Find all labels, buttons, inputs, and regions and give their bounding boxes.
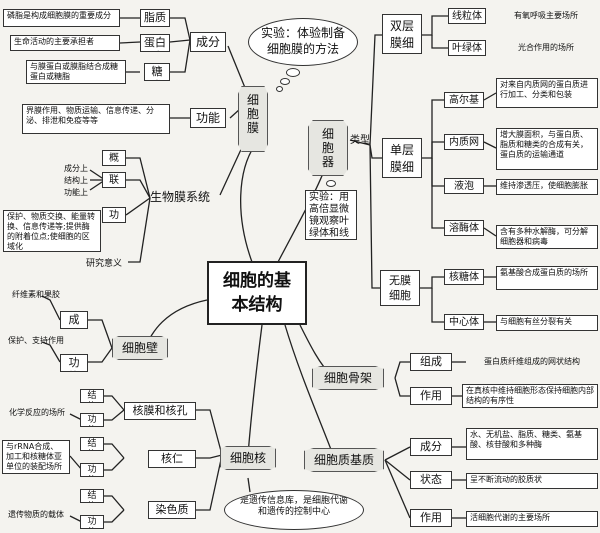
cytoskeleton-role-note: 在真核中维持细胞形态保持细胞内部结构的有序性: [462, 384, 598, 408]
matrix-composition-note: 水、无机盐、脂质、糖类、氨基酸、核苷酸和多种酶: [466, 428, 598, 460]
non-membrane-organelle: 无膜细胞器: [380, 270, 420, 306]
central-topic-line2: 本结构: [231, 295, 283, 315]
nucleus-role-bubble: 是遗传信息库，是细胞代谢和遗传的控制中心: [224, 490, 364, 530]
cytoskeleton-node: 细胞骨架: [312, 366, 384, 390]
biomembrane-concept: 概念: [102, 150, 126, 166]
nuclear-envelope: 核膜和核孔: [124, 402, 196, 420]
cell-membrane-label: 细胞膜: [246, 93, 259, 135]
conn-function: 功能上: [64, 188, 88, 197]
membrane-composition: 成分: [190, 32, 226, 52]
membrane-function: 功能: [190, 108, 226, 128]
conn-composition: 结构上: [64, 176, 88, 185]
nucleus-node: 细胞核: [220, 446, 276, 470]
er-note: 增大膜面积，与蛋白质、脂质和糖类的合成有关，蛋白质的运输通道: [496, 128, 598, 170]
vacuole: 液泡: [444, 178, 484, 194]
nucleolus-structure: 结构: [80, 437, 104, 451]
bubble-dot: [326, 180, 336, 187]
sugar-box: 糖类: [144, 63, 170, 81]
experiment-2: 实验：用高倍显微镜观察叶绿体和线粒体: [305, 190, 357, 240]
matrix-role: 作用: [410, 509, 452, 527]
cell-wall-node: 细胞壁: [112, 336, 168, 360]
cell-wall-function: 功能: [60, 354, 88, 372]
experiment-1-line2: 细胞膜的方法: [266, 42, 339, 56]
cytoplasm-matrix-node: 细胞质基质: [304, 448, 384, 472]
nucleolus-function: 功能: [80, 463, 104, 477]
envelope-structure: 结构: [80, 389, 104, 403]
organelle-label: 细胞器: [321, 127, 334, 169]
envelope-function: 功能: [80, 413, 104, 427]
biomembrane-function-note: 保护、物质交换、能量转换、信息传递等;提供酶的附着位点;使细胞的区域化: [3, 210, 101, 252]
organelle-type: 类型: [350, 135, 370, 146]
chromatin-function-note: 遗传物质的载体: [8, 510, 64, 519]
organelle-node: 细胞器: [308, 120, 348, 176]
matrix-state-note: 呈不断流动的胶质状: [466, 473, 598, 489]
biomembrane-function: 功能: [102, 207, 126, 223]
chloroplast: 叶绿体: [448, 40, 486, 56]
experiment-1-bubble: 实验：体验制备 细胞膜的方法: [248, 18, 358, 66]
envelope-function-note: 化学反应的场所: [9, 408, 65, 417]
lipid-note: 磷脂是构成细胞膜的重要成分: [3, 9, 120, 27]
biomembrane-significance: 研究意义: [85, 259, 122, 269]
lipid-box: 脂质: [140, 9, 170, 27]
sugar-note: 与膜蛋白或膜脂结合成糖蛋白或糖脂: [26, 60, 126, 84]
endoplasmic-reticulum: 内质网: [444, 134, 484, 150]
mitochondria-note: 有氧呼吸主要场所: [514, 11, 578, 20]
nucleolus: 核仁: [148, 450, 196, 468]
protein-note: 生命活动的主要承担者: [10, 35, 120, 51]
bubble-dot: [276, 86, 283, 92]
chromatin: 染色质: [148, 501, 196, 519]
golgi: 高尔基体: [444, 92, 484, 108]
cell-membrane-node: 细胞膜: [238, 86, 268, 152]
cytoskeleton-role: 作用: [410, 387, 452, 405]
centrosome-note: 与细胞有丝分裂有关: [496, 315, 598, 331]
ribosome: 核糖体: [444, 269, 484, 285]
cytoskeleton-composition: 组成: [410, 353, 452, 371]
chromatin-structure: 结构: [80, 489, 104, 503]
cell-wall-composition: 成分: [60, 311, 88, 329]
single-membrane-organelle: 单层膜细胞器: [382, 138, 422, 178]
mitochondria: 线粒体: [448, 8, 486, 24]
golgi-note: 对来自内质网的蛋白质进行加工、分类和包装: [496, 78, 598, 108]
biomembrane-system: 生物膜系统: [150, 190, 211, 204]
chromatin-function: 功能: [80, 515, 104, 529]
protein-box: 蛋白质: [140, 34, 170, 52]
ribosome-note: 氨基酸合成蛋白质的场所: [496, 266, 598, 290]
nucleolus-function-note: 与rRNA合成、加工和核糖体亚单位的装配场所: [2, 440, 70, 474]
double-membrane-organelle: 双层膜细胞器: [382, 14, 422, 54]
chloroplast-note: 光合作用的场所: [518, 43, 574, 52]
conn-structure: 成分上: [64, 164, 88, 173]
lysosome-note: 含有多种水解酶，可分解细胞器和病毒: [496, 225, 598, 249]
experiment-1-line1: 实验：体验制备: [260, 26, 345, 40]
bubble-dot: [286, 68, 300, 77]
central-topic: 细胞的基 本结构: [207, 261, 307, 325]
membrane-function-note: 界膜作用、物质运输、信息传递、分泌、排泄和免疫等等: [22, 104, 170, 134]
matrix-state: 状态: [410, 471, 452, 489]
cytoskeleton-composition-note: 蛋白质纤维组成的网状结构: [484, 357, 580, 366]
bubble-dot: [280, 78, 290, 85]
biomembrane-connection: 联系: [102, 172, 126, 188]
matrix-role-note: 活细胞代谢的主要场所: [466, 511, 598, 527]
matrix-composition: 成分: [410, 438, 452, 456]
centrosome: 中心体: [444, 314, 484, 330]
cell-wall-composition-note: 纤维素和果胶: [12, 290, 60, 299]
cell-wall-function-note: 保护、支持作用: [8, 336, 64, 345]
central-topic-line1: 细胞的基: [223, 271, 291, 291]
lysosome: 溶酶体: [444, 220, 484, 236]
vacuole-note: 维持渗透压，使细胞膨胀: [496, 179, 598, 195]
